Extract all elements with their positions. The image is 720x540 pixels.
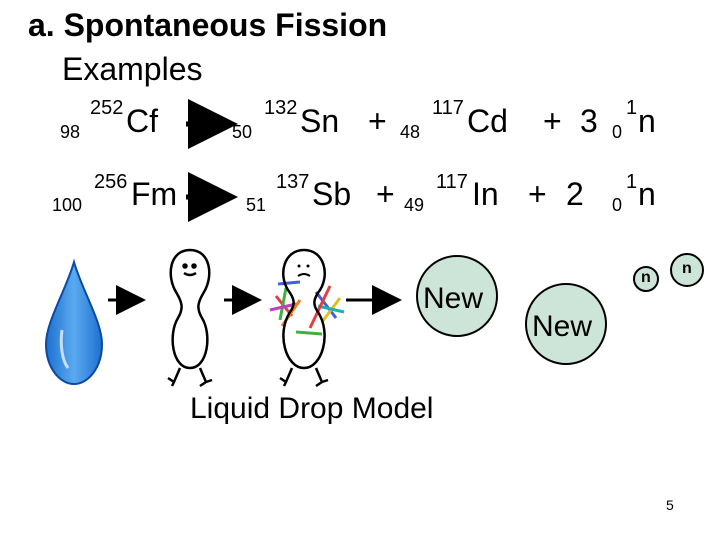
plus-sign: + — [543, 103, 562, 139]
neutron-symbol: n — [638, 103, 656, 139]
reactant-atomic-number: 100 — [52, 195, 83, 215]
product1-atomic-number: 51 — [246, 195, 267, 215]
liquid-drop-icon — [44, 258, 104, 386]
product1-symbol: Sb — [312, 176, 352, 212]
product2-mass-number: 117 — [432, 97, 464, 119]
product1-mass-number: 137 — [276, 171, 310, 193]
fragment-label-1: New — [423, 282, 484, 315]
reactant-mass-number: 252 — [90, 97, 124, 119]
slide-subheading: Examples — [62, 51, 203, 87]
fragment-label-2: New — [532, 310, 593, 343]
neutron-label-2: n — [682, 260, 692, 277]
neutron-atomic-number: 0 — [612, 195, 623, 215]
neutron-symbol: n — [638, 176, 656, 212]
plus-sign: + — [368, 103, 387, 139]
product1-symbol: Sn — [300, 103, 340, 139]
neutron-label-1: n — [641, 269, 651, 286]
page-number: 5 — [666, 497, 674, 513]
slide-heading: a. Spontaneous Fission — [28, 6, 387, 44]
reactant-symbol: Fm — [131, 176, 178, 212]
splitting-drop-figure — [269, 248, 345, 388]
heading-title: Spontaneous Fission — [63, 7, 388, 43]
deformed-drop-figure — [167, 248, 213, 388]
fragment-circle-1 — [416, 255, 498, 337]
reactant-mass-number: 256 — [94, 171, 128, 193]
fragment-circle-2 — [525, 283, 607, 365]
diagram-caption: Liquid Drop Model — [190, 392, 434, 425]
neutron-circle-2 — [670, 253, 704, 287]
neutron-mass-number: 1 — [626, 171, 638, 193]
neutron-coefficient: 3 — [580, 103, 598, 139]
heading-label: a. — [28, 7, 55, 43]
product2-atomic-number: 48 — [400, 122, 421, 142]
product1-mass-number: 132 — [264, 97, 298, 119]
product2-atomic-number: 49 — [404, 195, 425, 215]
neutron-circle-1 — [633, 266, 659, 292]
reactant-atomic-number: 98 — [60, 122, 81, 142]
neutron-mass-number: 1 — [626, 97, 638, 119]
reactant-symbol: Cf — [126, 103, 158, 139]
product2-symbol: In — [472, 176, 499, 212]
neutron-atomic-number: 0 — [612, 122, 623, 142]
product2-symbol: Cd — [467, 103, 508, 139]
neutron-coefficient: 2 — [566, 176, 584, 212]
plus-sign: + — [376, 176, 395, 212]
product1-atomic-number: 50 — [232, 122, 253, 142]
product2-mass-number: 117 — [436, 171, 468, 193]
plus-sign: + — [528, 176, 547, 212]
